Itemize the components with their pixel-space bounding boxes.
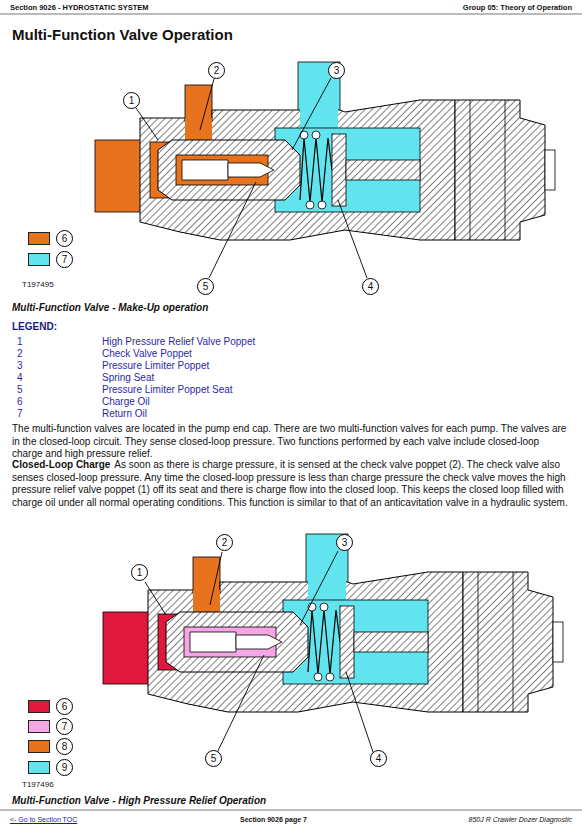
callout-number: 3 [328, 62, 345, 79]
color-swatch [28, 720, 50, 733]
legend-name: Spring Seat [102, 372, 154, 384]
legend-heading: LEGEND: [12, 321, 57, 333]
legend-name: Check Valve Poppet [102, 348, 192, 360]
callout-number: 4 [370, 750, 387, 767]
callout-number: 4 [362, 278, 379, 295]
color-swatch [28, 232, 50, 245]
legend-number: 1 [17, 336, 23, 348]
color-swatch [28, 761, 50, 774]
legend-number: 6 [56, 230, 73, 247]
legend-number: 9 [56, 759, 73, 776]
page-number: Section 9026 page 7 [240, 815, 307, 824]
section-header: Section 9026 - HYDROSTATIC SYSTEM [10, 3, 149, 12]
color-swatch [28, 253, 50, 266]
callout-number: 1 [131, 564, 148, 581]
callout-number: 3 [336, 534, 353, 551]
legend-number: 4 [17, 372, 23, 384]
legend-name: Charge Oil [102, 396, 150, 408]
leader-lines [136, 78, 374, 755]
callout-number: 5 [197, 278, 214, 295]
figure-caption: Multi-Function Valve - High Pressure Rel… [12, 795, 266, 807]
legend-name: Return Oil [102, 408, 147, 420]
paragraph-heading: Closed-Loop Charge [12, 459, 110, 470]
legend-number: 7 [56, 251, 73, 268]
callout-number: 1 [123, 92, 140, 109]
figure-number: T197496 [22, 780, 54, 790]
legend-name: Pressure Limiter Poppet Seat [102, 384, 233, 396]
legend-number: 3 [17, 360, 23, 372]
callout-number: 2 [216, 534, 233, 551]
body-paragraph: Closed-Loop ChargeAs soon as there is ch… [12, 459, 572, 509]
legend-name: High Pressure Relief Valve Poppet [102, 336, 255, 348]
legend-number: 5 [17, 384, 23, 396]
toc-link: <- Go to Section TOC [10, 815, 77, 824]
page-title: Multi-Function Valve Operation [12, 26, 233, 44]
color-swatch [28, 700, 50, 713]
body-paragraph: The multi-function valves are located in… [12, 423, 572, 461]
legend-number: 2 [17, 348, 23, 360]
legend-number: 7 [56, 718, 73, 735]
legend-number: 8 [56, 738, 73, 755]
manual-name: 850J R Crawler Dozer Diagnostic [469, 815, 572, 824]
figure-caption: Multi-Function Valve - Make-Up operation [12, 302, 208, 314]
callout-number: 2 [208, 62, 225, 79]
color-swatch [28, 740, 50, 753]
legend-name: Pressure Limiter Poppet [102, 360, 209, 372]
legend-number: 6 [56, 698, 73, 715]
group-header: Group 05: Theory of Operation [463, 3, 572, 12]
callout-number: 5 [205, 750, 222, 767]
legend-number: 6 [17, 396, 23, 408]
figure-number: T197495 [22, 280, 54, 290]
legend-number: 7 [17, 408, 23, 420]
